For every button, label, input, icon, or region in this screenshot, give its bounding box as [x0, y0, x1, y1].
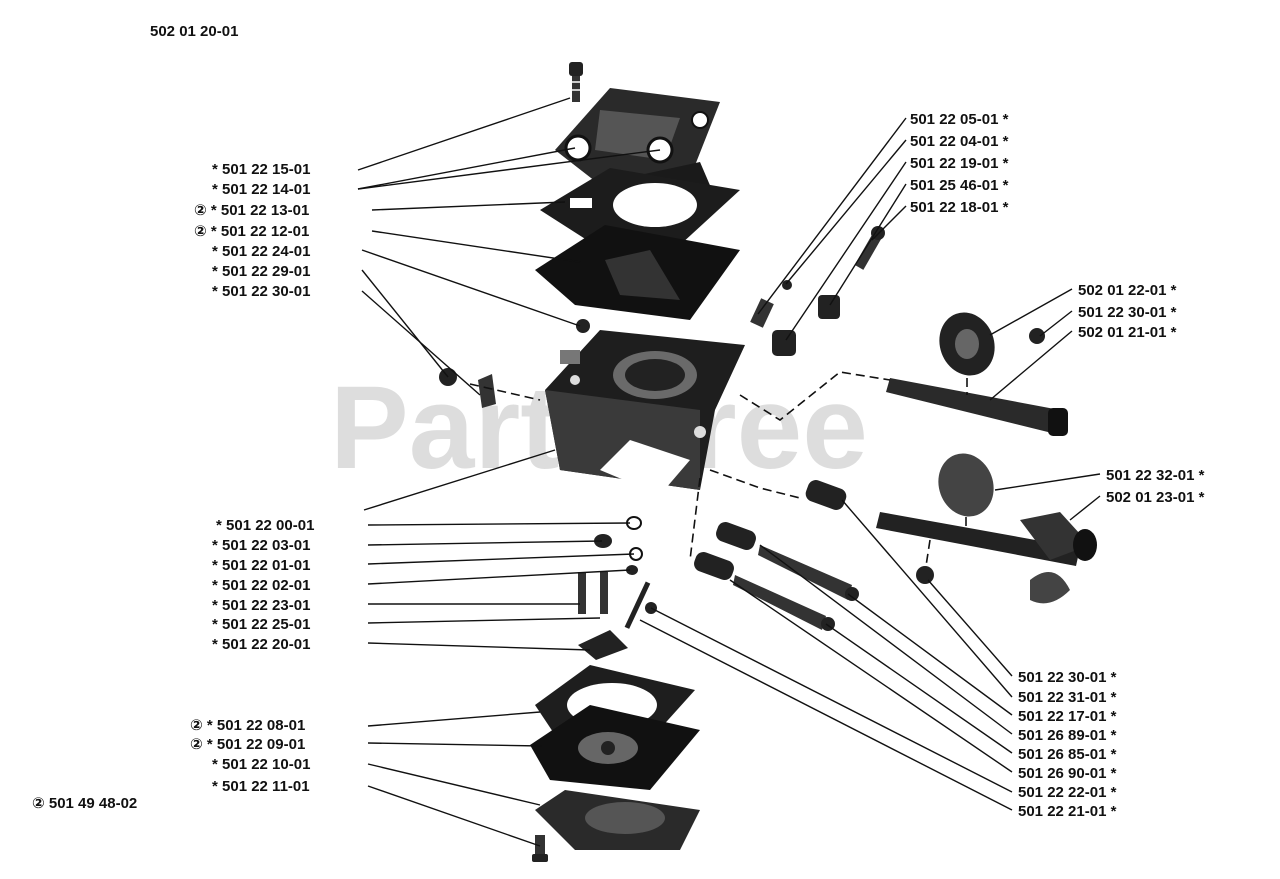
right-labels: 501 22 05-01 * 501 22 04-01 * 501 22 19-…: [910, 111, 1205, 820]
label-501-22-12-01: ② * 501 22 12-01: [194, 223, 309, 240]
label-501-22-01-01: * 501 22 01-01: [212, 557, 310, 574]
label-501-22-29-01: * 501 22 29-01: [212, 263, 310, 280]
label-501-22-09-01: ② * 501 22 09-01: [190, 736, 305, 753]
label-501-22-18-01: 501 22 18-01 *: [910, 199, 1009, 216]
inlet-bead: [576, 319, 590, 333]
label-501-22-22-01: 501 22 22-01 *: [1018, 784, 1117, 801]
label-501-22-21-01: 501 22 21-01 *: [1018, 803, 1117, 820]
label-501-26-85-01: 501 26 85-01 *: [1018, 746, 1117, 763]
label-502-01-21-01: 502 01 21-01 *: [1078, 324, 1177, 341]
label-501-22-08-01: ② * 501 22 08-01: [190, 717, 305, 734]
label-501-26-89-01: 501 26 89-01 *: [1018, 727, 1117, 744]
top-screw: [569, 62, 583, 102]
metering-cover: [535, 790, 700, 850]
header-code: 502 01 20-01: [150, 23, 238, 40]
label-502-01-23-01: 502 01 23-01 *: [1106, 489, 1205, 506]
small-fittings: [578, 516, 657, 660]
label-501-22-17-01: 501 22 17-01 *: [1018, 708, 1117, 725]
label-501-22-19-01: 501 22 19-01 *: [910, 155, 1009, 172]
throttle-shaft-assembly: [886, 312, 1068, 436]
bottom-screw: [532, 835, 548, 862]
label-501-22-03-01: * 501 22 03-01: [212, 537, 310, 554]
label-501-22-02-01: * 501 22 02-01: [212, 577, 310, 594]
label-501-22-23-01: * 501 22 23-01: [212, 597, 310, 614]
label-501-22-15-01: * 501 22 15-01: [212, 161, 310, 178]
choke-shaft-assembly: [876, 453, 1097, 604]
label-501-22-31-01: 501 22 31-01 *: [1018, 689, 1117, 706]
label-501-22-30-01-left: * 501 22 30-01: [212, 283, 310, 300]
label-501-22-04-01: 501 22 04-01 *: [910, 133, 1009, 150]
label-501-22-20-01: * 501 22 20-01: [212, 636, 310, 653]
adjust-needles: [694, 480, 859, 631]
label-501-26-90-01: 501 26 90-01 *: [1018, 765, 1117, 782]
carburetor-body: [545, 330, 745, 495]
label-501-22-32-01: 501 22 32-01 *: [1106, 467, 1205, 484]
metering-diaphragm: [530, 705, 700, 790]
label-502-01-22-01: 502 01 22-01 *: [1078, 282, 1177, 299]
label-501-22-11-01: * 501 22 11-01: [212, 778, 310, 795]
left-labels: * 501 22 15-01 * 501 22 14-01 ② * 501 22…: [32, 161, 314, 812]
label-501-22-25-01: * 501 22 25-01: [212, 616, 310, 633]
jet-needle: [750, 226, 885, 356]
pump-gasket: [540, 168, 740, 245]
label-501-22-30-01-lower: 501 22 30-01 *: [1018, 669, 1117, 686]
label-501-49-48-02: ② 501 49 48-02: [32, 795, 137, 812]
carburetor-parts: [439, 62, 1097, 862]
label-501-22-10-01: * 501 22 10-01: [212, 756, 310, 773]
pump-diaphragm: [535, 225, 740, 320]
label-501-22-30-01-upper: 501 22 30-01 *: [1078, 304, 1177, 321]
label-501-22-00-01: * 501 22 00-01: [216, 517, 314, 534]
leader-lines: [357, 97, 1101, 847]
label-501-22-24-01: * 501 22 24-01: [212, 243, 310, 260]
label-501-22-14-01: * 501 22 14-01: [212, 181, 310, 198]
label-501-22-05-01: 501 22 05-01 *: [910, 111, 1009, 128]
label-501-22-13-01: ② * 501 22 13-01: [194, 202, 309, 219]
label-501-25-46-01: 501 25 46-01 *: [910, 177, 1009, 194]
